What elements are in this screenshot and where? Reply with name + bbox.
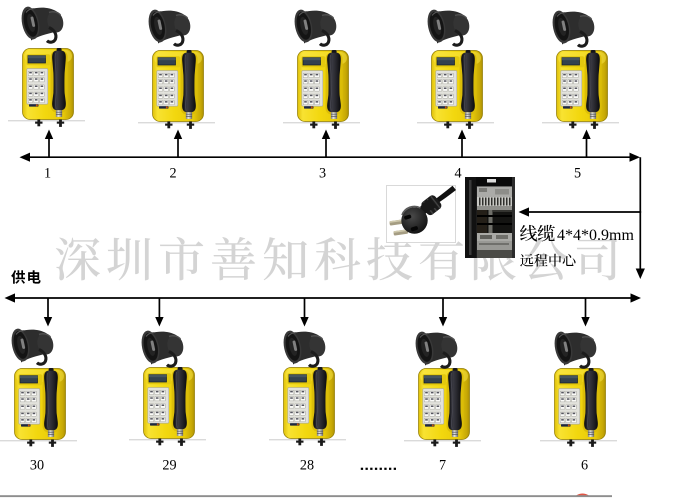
svg-text:1: 1 xyxy=(44,166,51,182)
svg-text:4: 4 xyxy=(454,166,461,182)
svg-text:30: 30 xyxy=(30,458,44,474)
svg-text:4*4*0.9mm: 4*4*0.9mm xyxy=(557,227,634,244)
svg-text:3: 3 xyxy=(319,166,326,182)
svg-text:6: 6 xyxy=(581,458,588,474)
svg-text:5: 5 xyxy=(574,166,581,182)
svg-text:7: 7 xyxy=(439,458,446,474)
svg-text:2: 2 xyxy=(169,166,176,182)
svg-text:28: 28 xyxy=(300,458,314,474)
svg-text:29: 29 xyxy=(162,458,176,474)
